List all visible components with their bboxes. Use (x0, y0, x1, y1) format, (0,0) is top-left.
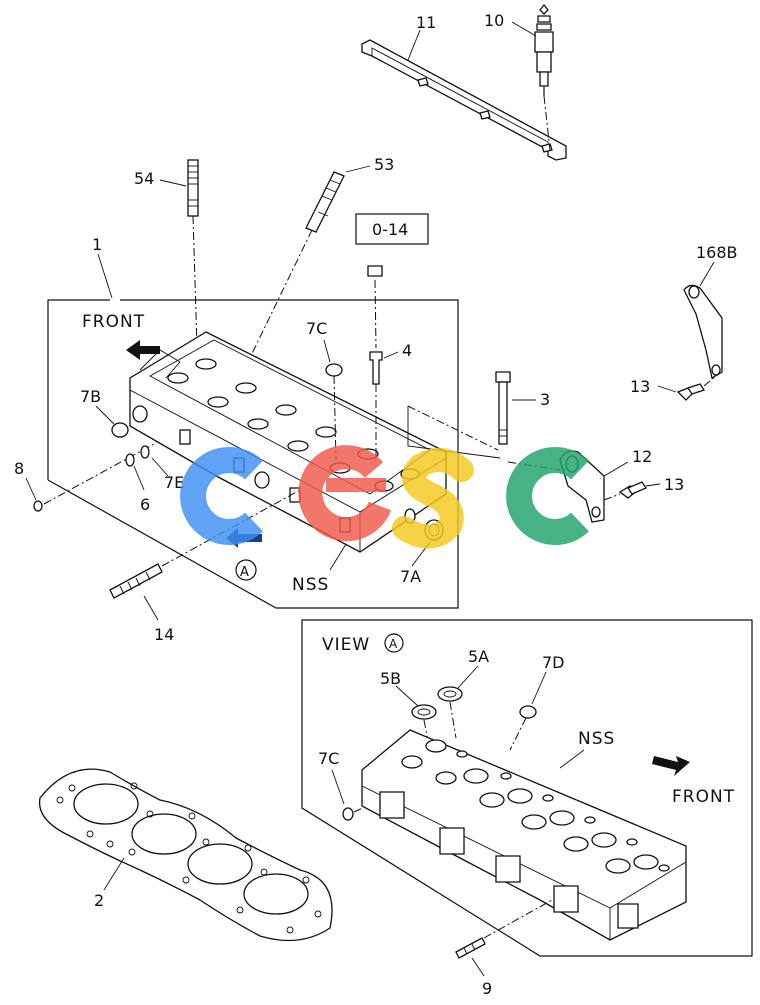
label-13b: 13 (664, 475, 684, 494)
stud-14 (109, 563, 163, 599)
plug-7c-bottom (342, 807, 354, 821)
view-a-frame (301, 619, 753, 957)
label-54: 54 (134, 169, 154, 188)
watermark-e (298, 445, 392, 542)
label-1: 1 (92, 235, 102, 254)
washer-6 (125, 453, 135, 467)
head-bolt (495, 371, 511, 445)
label-10: 10 (484, 11, 504, 30)
watermark-c1 (180, 447, 263, 545)
label-7c-bottom: 7C (318, 749, 339, 768)
label-11: 11 (416, 13, 436, 32)
front-arrow-icon (126, 340, 160, 360)
label-14: 14 (154, 625, 174, 644)
ref-box-0-14 (355, 213, 429, 245)
stud-bolt-53 (305, 171, 345, 233)
head-gasket (38, 768, 333, 942)
label-9: 9 (482, 979, 492, 998)
view-a-title: VIEW (322, 635, 370, 655)
view-a-marker-letter: A (240, 565, 249, 580)
label-7a: 7A (400, 567, 421, 586)
nss-label-top: NSS (292, 575, 329, 595)
plug-7c-top (325, 363, 343, 377)
view-a-title-letter: A (389, 637, 398, 651)
dowel-pin (367, 265, 383, 277)
view-arrow-icon (652, 756, 690, 776)
plug-7b (111, 422, 129, 438)
label-13a: 13 (630, 377, 650, 396)
label-6: 6 (140, 495, 150, 514)
stud-9 (455, 937, 486, 959)
glow-plug-icon (534, 3, 554, 96)
assembly-frame (47, 299, 110, 480)
label-0-14: 0-14 (372, 220, 408, 239)
label-8: 8 (14, 459, 24, 478)
label-53: 53 (374, 155, 394, 174)
watermark-c2 (506, 447, 589, 545)
label-12: 12 (632, 447, 652, 466)
label-3: 3 (540, 390, 550, 409)
label-4: 4 (402, 341, 412, 360)
valve-guide (369, 351, 383, 385)
bracket-168b (683, 284, 723, 380)
stud-bolt-icon (187, 159, 199, 217)
label-168b: 168B (696, 243, 738, 262)
label-7d: 7D (542, 653, 565, 672)
label-5a: 5A (468, 647, 489, 666)
front-label-top: FRONT (82, 312, 145, 332)
watermark-logo (180, 445, 589, 549)
valve-seat-5b (411, 704, 437, 720)
valve-seat-5a (437, 686, 463, 702)
view-a-marker (235, 559, 257, 581)
bolt-13-a (676, 383, 706, 401)
label-7c-top: 7C (306, 319, 327, 338)
watermark-s (392, 448, 474, 549)
label-7e: 7E (164, 473, 184, 492)
front-label-bottom: FRONT (672, 787, 735, 807)
label-2: 2 (94, 891, 104, 910)
label-7b: 7B (80, 387, 101, 406)
plug-8 (33, 500, 43, 512)
plug-7d (519, 705, 537, 719)
bolt-13-b (618, 481, 647, 499)
label-5b: 5B (380, 669, 401, 688)
nss-label-bottom: NSS (578, 729, 615, 749)
cylinder-head-view-a (361, 729, 687, 941)
glow-plug-connector-rail (361, 39, 567, 161)
